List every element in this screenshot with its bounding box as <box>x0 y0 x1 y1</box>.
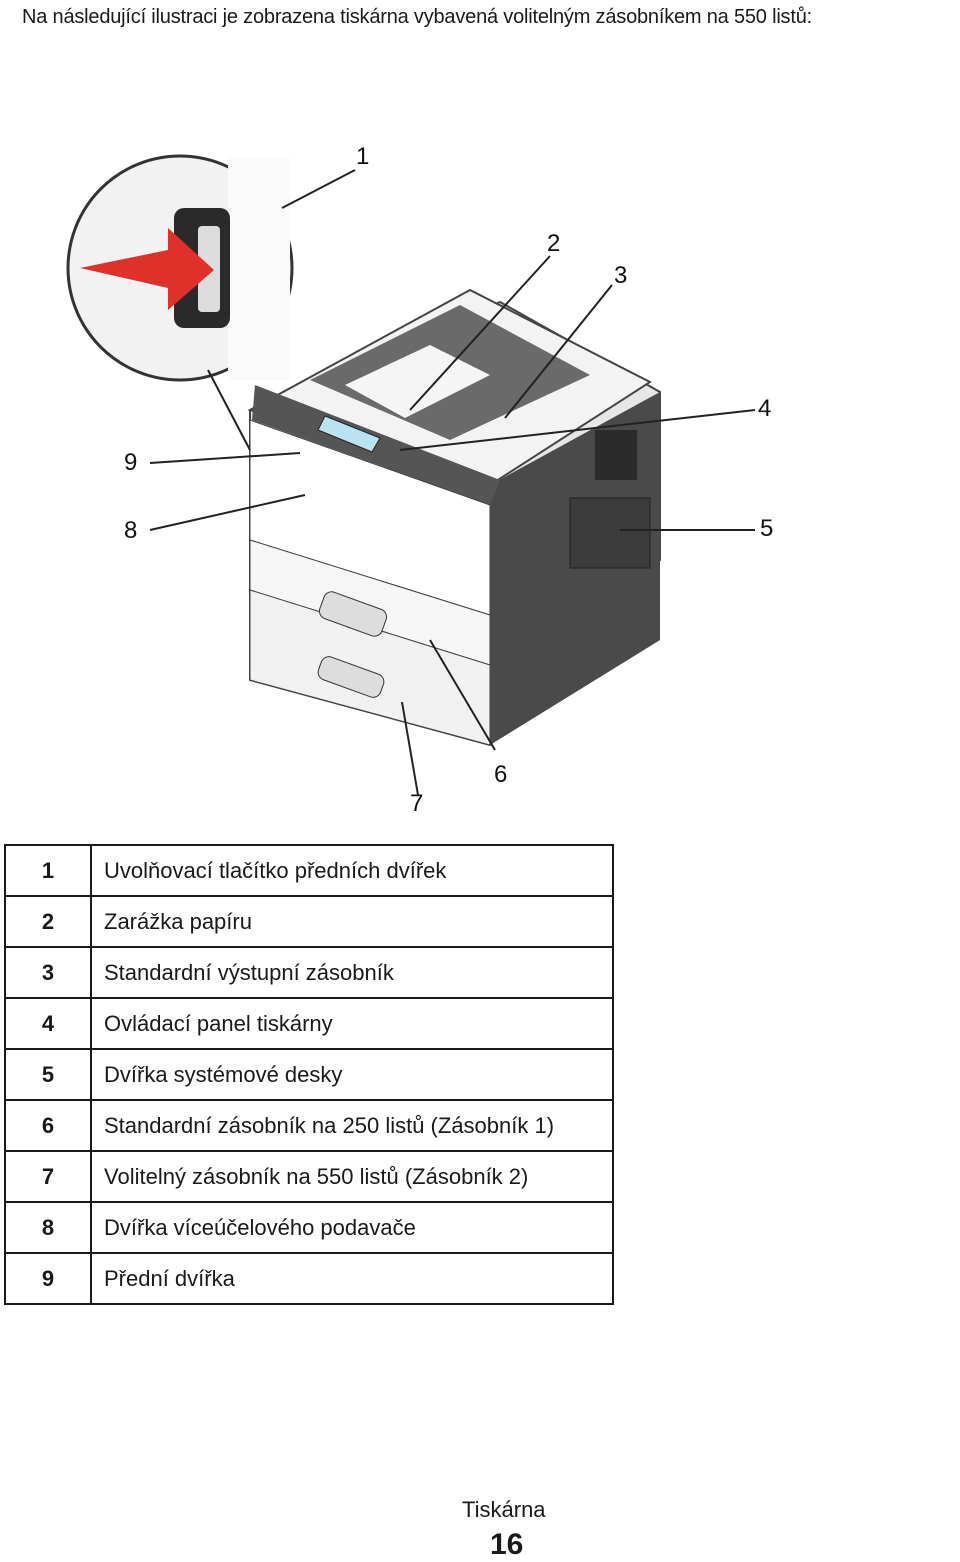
callout-5: 5 <box>760 515 773 542</box>
part-label: Přední dvířka <box>90 1252 614 1305</box>
zoom-detail <box>66 154 294 382</box>
part-number: 3 <box>4 946 92 999</box>
leader-lines <box>149 169 756 796</box>
part-number: 2 <box>4 895 92 948</box>
callout-9: 9 <box>124 449 137 476</box>
part-label: Dvířka víceúčelového podavače <box>90 1201 614 1254</box>
part-label: Zarážka papíru <box>90 895 614 948</box>
printer-illustration: 1 2 3 4 5 6 7 8 9 <box>66 143 773 817</box>
part-number: 8 <box>4 1201 92 1254</box>
printer-body <box>247 288 661 747</box>
part-number: 7 <box>4 1150 92 1203</box>
callout-2: 2 <box>547 230 560 257</box>
part-label: Standardní výstupní zásobník <box>90 946 614 999</box>
callout-3: 3 <box>614 262 627 289</box>
callout-8: 8 <box>124 517 137 544</box>
intro-text: Na následující ilustraci je zobrazena ti… <box>22 6 812 28</box>
callout-6: 6 <box>494 761 507 788</box>
callout-7: 7 <box>410 790 423 817</box>
part-label: Uvolňovací tlačítko předních dvířek <box>90 844 614 897</box>
callout-1: 1 <box>356 143 369 170</box>
part-number: 1 <box>4 844 92 897</box>
part-number: 6 <box>4 1099 92 1152</box>
part-label: Volitelný zásobník na 550 listů (Zásobní… <box>90 1150 614 1203</box>
part-number: 5 <box>4 1048 92 1101</box>
footer-section-title: Tiskárna <box>462 1497 546 1522</box>
part-label: Standardní zásobník na 250 listů (Zásobn… <box>90 1099 614 1152</box>
part-number: 9 <box>4 1252 92 1305</box>
part-label: Dvířka systémové desky <box>90 1048 614 1101</box>
arrow-icon <box>80 228 214 310</box>
part-label: Ovládací panel tiskárny <box>90 997 614 1050</box>
part-number: 4 <box>4 997 92 1050</box>
footer-page-number: 16 <box>490 1528 524 1561</box>
callout-4: 4 <box>758 395 771 422</box>
